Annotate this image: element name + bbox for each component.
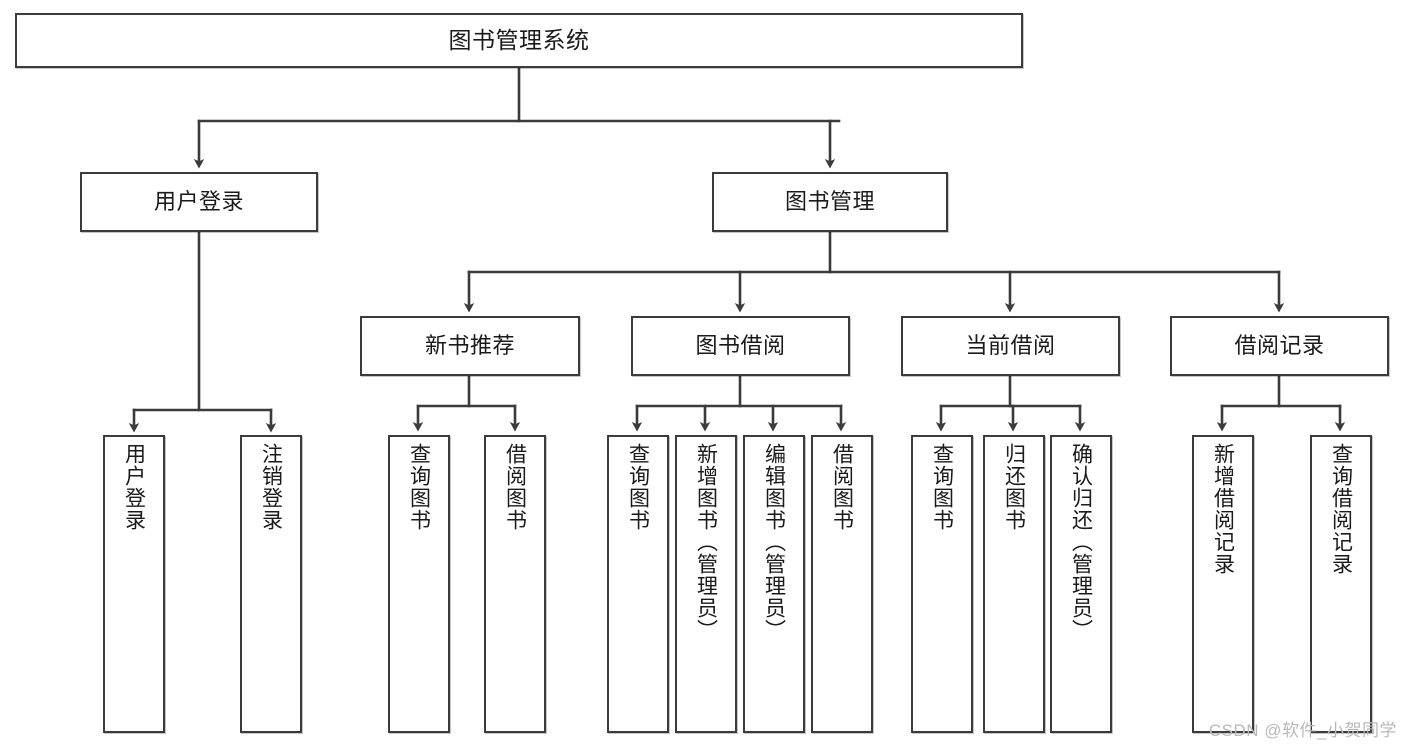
node-label: 新增图书（管理员） xyxy=(694,443,718,641)
node-label: 图书管理 xyxy=(784,188,875,214)
node-label: 新增借阅记录 xyxy=(1211,443,1235,575)
node-label: 查询图书 xyxy=(930,443,954,531)
node-label: 用户登录 xyxy=(122,443,146,531)
node-leaf-edit-book-admin[interactable]: 编辑图书（管理员） xyxy=(743,435,805,733)
node-leaf-borrow-book-2[interactable]: 借阅图书 xyxy=(811,435,873,733)
node-label: 确认归还（管理员） xyxy=(1069,443,1093,641)
node-label: 注销登录 xyxy=(259,443,283,531)
node-book-management[interactable]: 图书管理 xyxy=(712,172,948,232)
node-leaf-query-borrow-record[interactable]: 查询借阅记录 xyxy=(1310,435,1372,733)
node-label: 图书管理系统 xyxy=(448,26,590,53)
node-label: 查询借阅记录 xyxy=(1329,443,1353,575)
node-leaf-borrow-book-1[interactable]: 借阅图书 xyxy=(484,435,546,733)
node-borrow-record[interactable]: 借阅记录 xyxy=(1170,316,1389,376)
node-label: 借阅图书 xyxy=(503,443,527,531)
node-label: 用户登录 xyxy=(153,188,244,214)
node-label: 新书推荐 xyxy=(424,332,515,358)
node-leaf-confirm-return-admin[interactable]: 确认归还（管理员） xyxy=(1050,435,1112,733)
node-label: 归还图书 xyxy=(1002,443,1026,531)
node-leaf-return-book[interactable]: 归还图书 xyxy=(983,435,1045,733)
node-leaf-query-book-2[interactable]: 查询图书 xyxy=(607,435,669,733)
node-label: 借阅记录 xyxy=(1234,332,1325,358)
node-leaf-user-logout[interactable]: 注销登录 xyxy=(240,435,302,733)
node-leaf-add-borrow-record[interactable]: 新增借阅记录 xyxy=(1192,435,1254,733)
node-current-borrow[interactable]: 当前借阅 xyxy=(901,316,1120,376)
node-leaf-query-book-1[interactable]: 查询图书 xyxy=(388,435,450,733)
node-user-login[interactable]: 用户登录 xyxy=(80,172,318,232)
watermark: CSDN @软件_小贺同学 xyxy=(1208,721,1397,740)
node-label: 借阅图书 xyxy=(830,443,854,531)
node-book-borrow[interactable]: 图书借阅 xyxy=(631,316,850,376)
node-leaf-user-login[interactable]: 用户登录 xyxy=(103,435,165,733)
node-book-management-system[interactable]: 图书管理系统 xyxy=(15,13,1023,68)
node-new-book-recommendation[interactable]: 新书推荐 xyxy=(360,316,580,376)
node-label: 查询图书 xyxy=(626,443,650,531)
node-label: 查询图书 xyxy=(407,443,431,531)
node-label: 图书借阅 xyxy=(695,332,786,358)
node-leaf-add-book-admin[interactable]: 新增图书（管理员） xyxy=(675,435,737,733)
node-label: 当前借阅 xyxy=(965,332,1056,358)
node-label: 编辑图书（管理员） xyxy=(762,443,786,641)
node-leaf-query-book-3[interactable]: 查询图书 xyxy=(911,435,973,733)
